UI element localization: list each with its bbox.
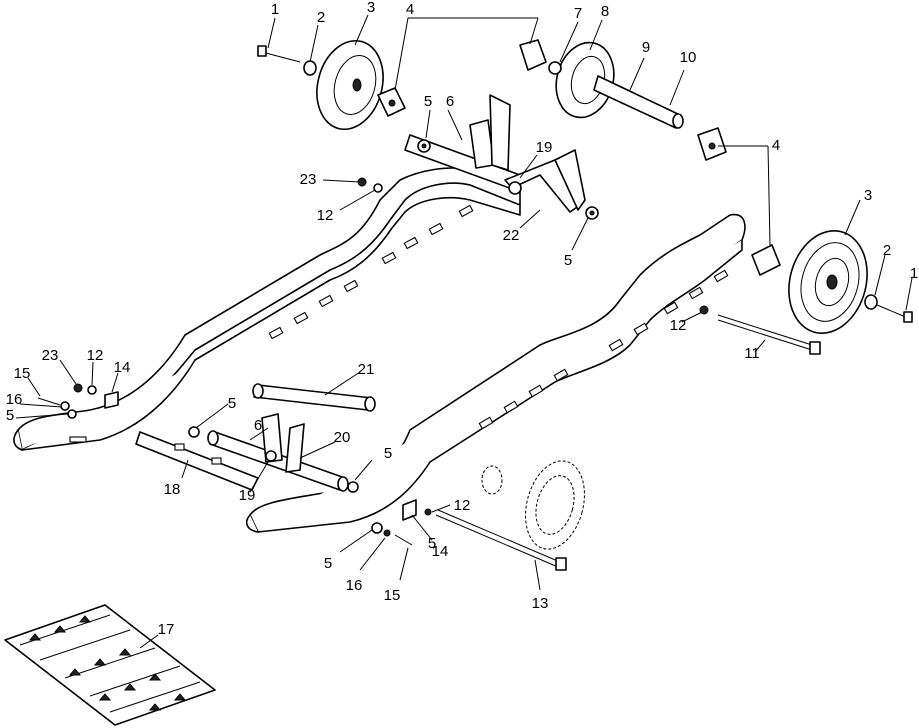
callout-1: 1: [271, 1, 279, 18]
callout-3: 3: [864, 187, 872, 204]
callout-16: 16: [346, 577, 363, 594]
callout-14: 14: [432, 543, 449, 560]
callout-2: 2: [317, 9, 325, 26]
track-17: [4, 604, 216, 726]
right-rail-slots: [478, 269, 729, 430]
callout-6: 6: [446, 93, 454, 110]
callout-2: 2: [883, 242, 891, 259]
callout-23: 23: [42, 347, 59, 364]
bearing-block-4-mid: [697, 127, 727, 161]
callout-6: 6: [254, 417, 262, 434]
callout-9: 9: [642, 39, 650, 56]
bracket-18: [135, 431, 259, 491]
callout-12: 12: [454, 497, 471, 514]
link-arm-19: [261, 413, 305, 473]
bolt-13: [435, 509, 567, 571]
right-rail: [245, 213, 746, 533]
callout-8: 8: [601, 3, 609, 20]
idler-wheel-lower-right: [788, 230, 868, 334]
callout-19: 19: [536, 139, 553, 156]
callout-12: 12: [317, 207, 334, 224]
callout-13: 13: [532, 595, 549, 612]
callout-15: 15: [384, 587, 401, 604]
callout-17: 17: [158, 621, 175, 638]
bearing-block-4-top: [519, 39, 547, 71]
callout-18: 18: [164, 481, 181, 498]
callout-15: 15: [14, 365, 31, 382]
callout-23: 23: [300, 171, 317, 188]
callout-12: 12: [670, 317, 687, 334]
callout-3: 3: [367, 0, 375, 16]
callout-5: 5: [6, 407, 14, 424]
left-rail-slots: [69, 204, 474, 443]
callout-10: 10: [680, 49, 697, 66]
callout-5: 5: [228, 395, 236, 412]
left-rail: [13, 167, 521, 451]
rear-wheel-hidden: [481, 460, 585, 550]
callout-5: 5: [428, 535, 436, 552]
callout-4: 4: [406, 1, 414, 18]
bearing-block-4-upper: [377, 87, 406, 117]
callout-11: 11: [744, 345, 760, 362]
callout-14: 14: [114, 359, 131, 376]
idler-wheel-upper-right: [555, 41, 615, 119]
callout-7: 7: [574, 5, 582, 22]
callout-5: 5: [564, 252, 572, 269]
callout-12: 12: [87, 347, 104, 364]
bolt-11: [717, 314, 821, 355]
idler-wheel-upper-left: [316, 39, 384, 131]
callout-1: 1: [910, 265, 918, 282]
callout-22: 22: [503, 227, 520, 244]
leader-lines: [15, 14, 913, 649]
callout-19: 19: [239, 487, 256, 504]
callout-5: 5: [324, 555, 332, 572]
cross-shaft-21: [252, 383, 376, 412]
front-axle: [404, 94, 521, 191]
bearing-block-4-lower: [751, 244, 781, 276]
small-hardware: [37, 45, 913, 546]
axle-10: [593, 75, 684, 129]
callout-5: 5: [384, 445, 392, 462]
callout-16: 16: [6, 391, 23, 408]
callout-21: 21: [358, 361, 375, 378]
callout-5: 5: [424, 93, 432, 110]
callout-20: 20: [334, 429, 351, 446]
callout-4: 4: [772, 137, 780, 154]
washer-7: [548, 61, 562, 75]
